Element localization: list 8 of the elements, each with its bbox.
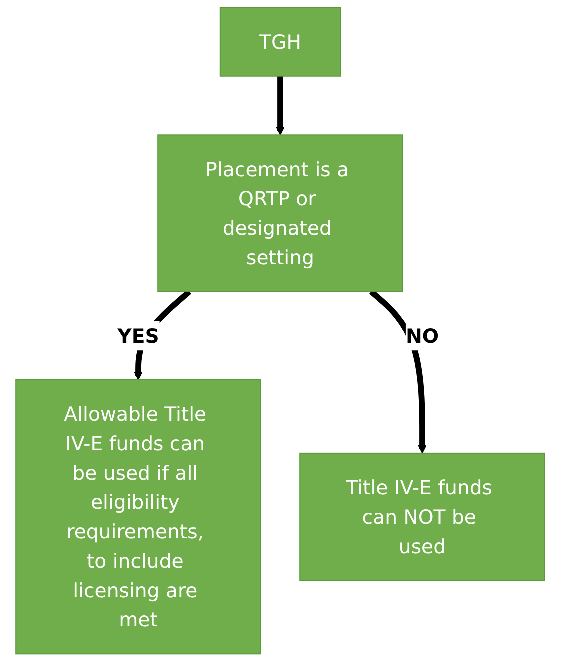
node-box: Title IV-E funds can NOT be used bbox=[300, 452, 546, 582]
arrow bbox=[276, 76, 285, 136]
edge-label: YES bbox=[118, 324, 160, 348]
node-box: Allowable Title IV-E funds can be used if all eligibility requirements, to include licensing are met bbox=[16, 379, 262, 655]
node-box: Placement is a QRTP or designated setting bbox=[158, 134, 404, 292]
node-box: TGH bbox=[220, 7, 342, 77]
edge-label: NO bbox=[406, 324, 440, 348]
arrow bbox=[369, 290, 427, 454]
